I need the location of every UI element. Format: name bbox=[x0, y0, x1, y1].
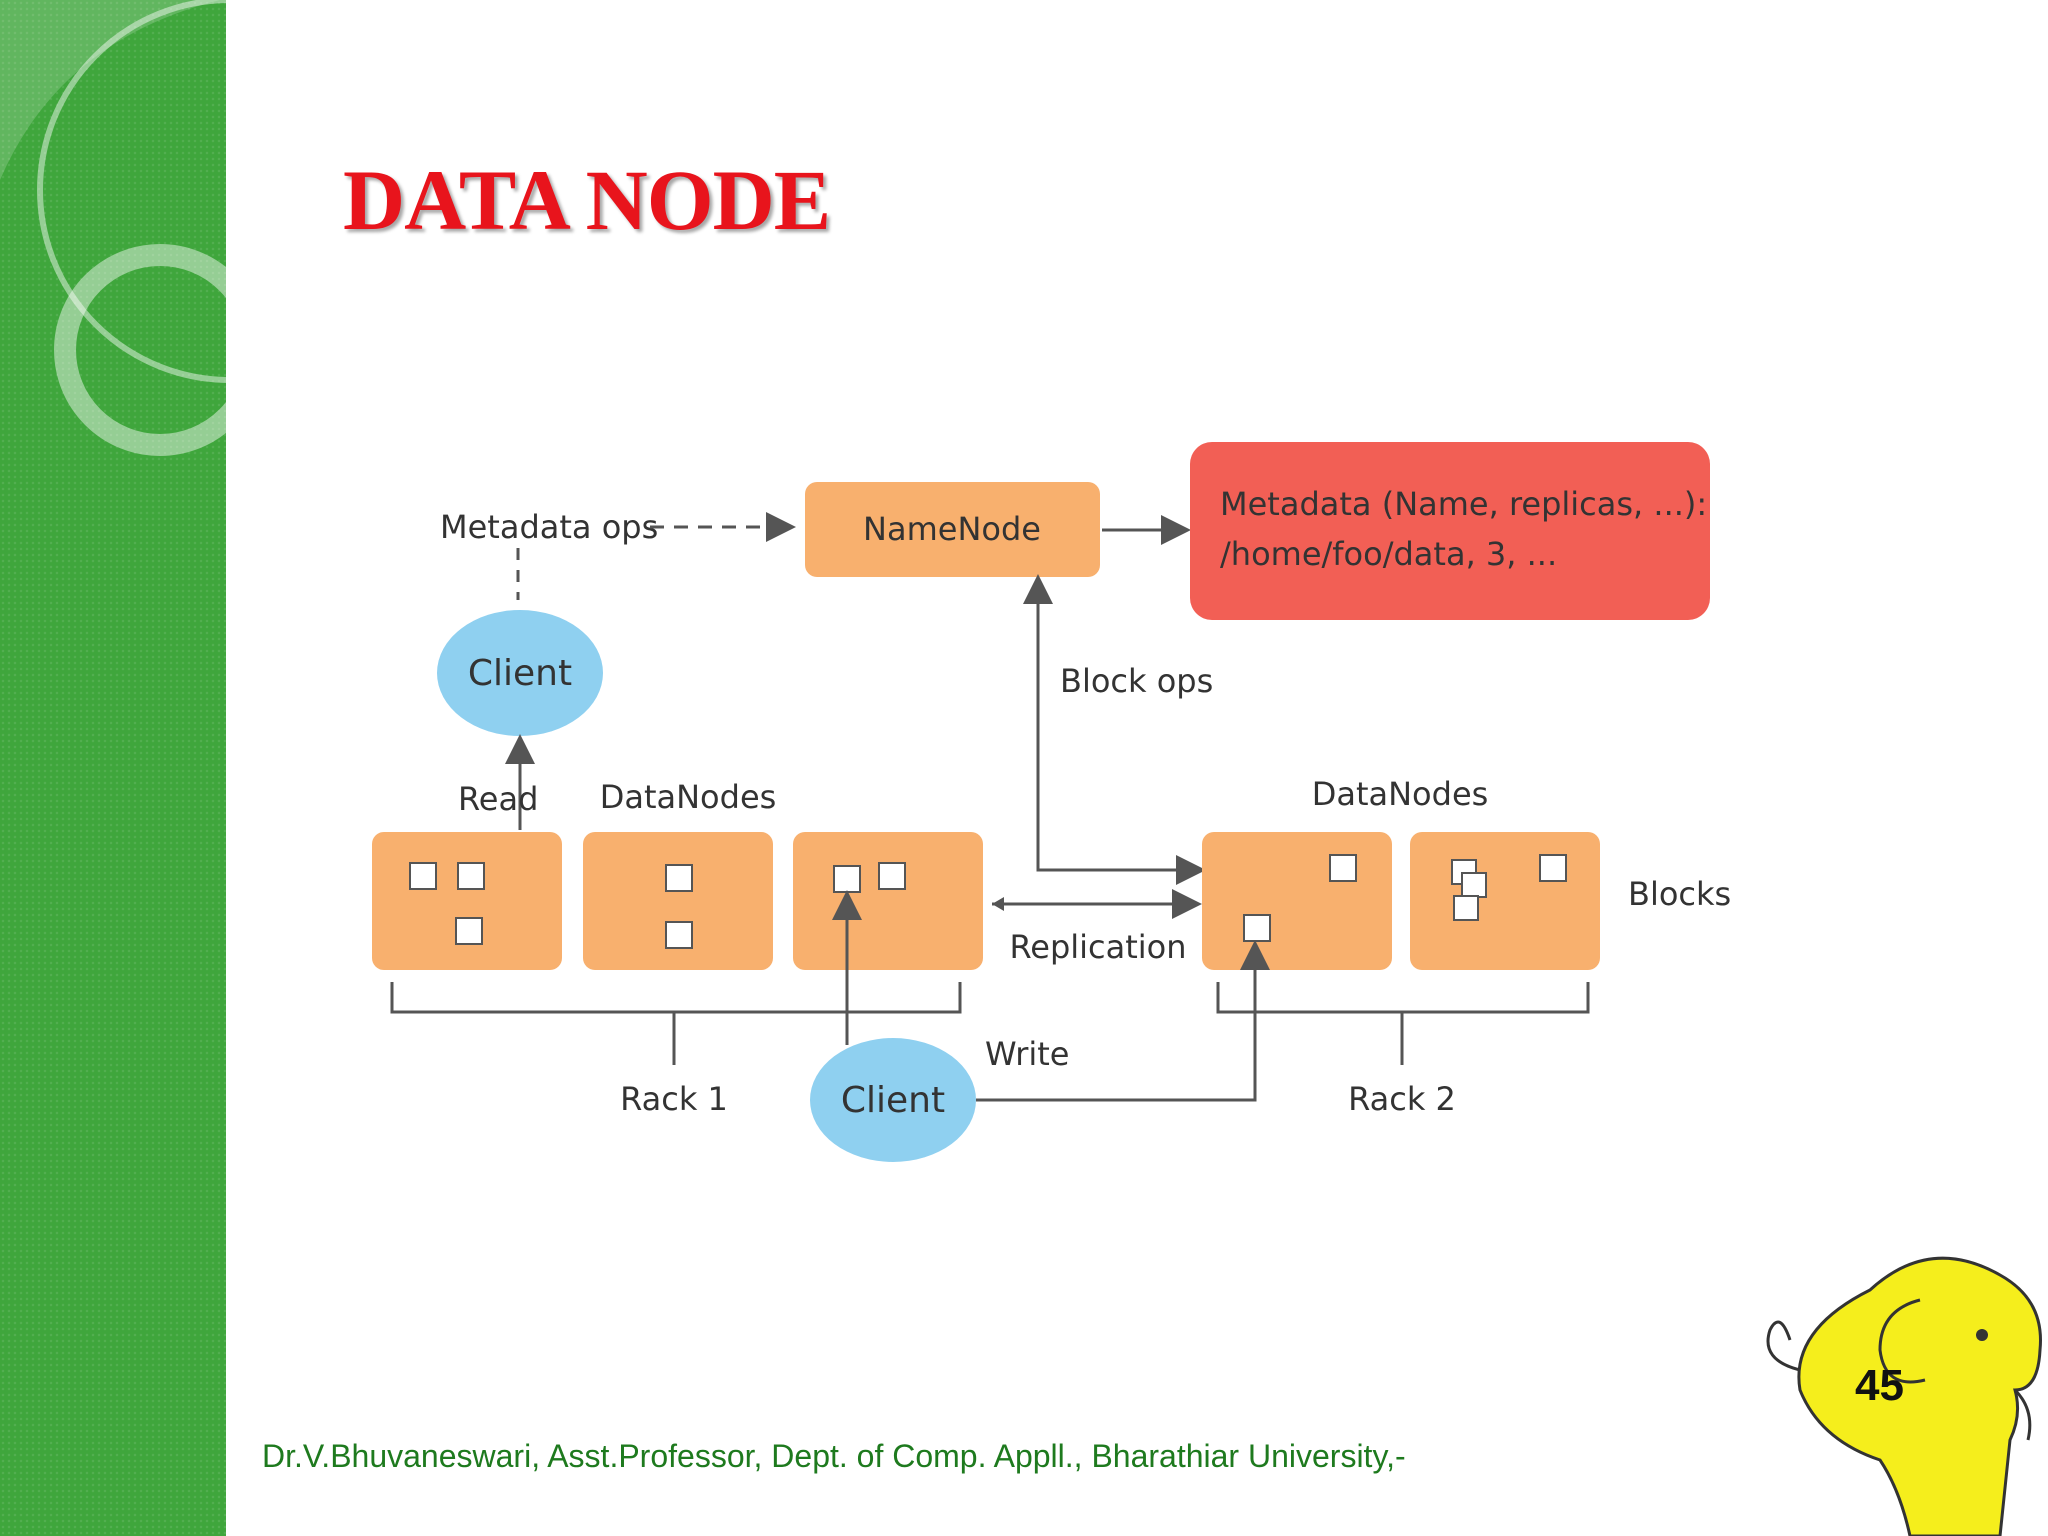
rack1-bracket bbox=[390, 982, 962, 1014]
rack1-label: Rack 1 bbox=[620, 1080, 728, 1118]
metadata-line1: Metadata (Name, replicas, ...): bbox=[1220, 485, 1707, 523]
replication-label: Replication bbox=[1009, 928, 1186, 966]
metadata-ops-label: Metadata ops bbox=[440, 508, 658, 546]
write-arrow-rack2 bbox=[976, 940, 1270, 1102]
blocks-label: Blocks bbox=[1628, 875, 1731, 913]
client-top-node bbox=[437, 610, 603, 736]
rack2-datanode-1 bbox=[1202, 832, 1392, 970]
rack1-datanode-3 bbox=[793, 832, 983, 970]
rack2-datanode-2 bbox=[1410, 832, 1600, 970]
read-label: Read bbox=[458, 780, 538, 818]
namenode-box bbox=[805, 482, 1100, 577]
client-top-label: Client bbox=[468, 653, 572, 694]
sidebar-decoration bbox=[0, 0, 226, 1536]
datanodes-right-label: DataNodes bbox=[1312, 775, 1489, 813]
block-ops-arrow bbox=[1023, 574, 1228, 872]
namenode-label: NameNode bbox=[863, 510, 1041, 548]
client-bottom-node bbox=[810, 1038, 976, 1162]
page-number: 45 bbox=[1855, 1361, 1904, 1410]
rack2-label: Rack 2 bbox=[1348, 1080, 1456, 1118]
hadoop-elephant-icon: 45 bbox=[1766, 1256, 2042, 1536]
write-label: Write bbox=[985, 1035, 1069, 1073]
hdfs-architecture-diagram: Metadata ops NameNode Metadata (Name, re… bbox=[372, 442, 1731, 1162]
slide-title: DATA NODE bbox=[343, 152, 831, 248]
rack2-bracket bbox=[1216, 982, 1590, 1014]
client-bottom-label: Client bbox=[841, 1080, 945, 1121]
sidebar-rings bbox=[0, 0, 226, 456]
slide-footer: Dr.V.Bhuvaneswari, Asst.Professor, Dept.… bbox=[262, 1438, 1406, 1474]
datanodes-left-label: DataNodes bbox=[600, 778, 777, 816]
rack1-datanode-2 bbox=[583, 832, 773, 970]
block-ops-label: Block ops bbox=[1060, 662, 1213, 700]
metadata-box bbox=[1190, 442, 1710, 620]
metadata-line2: /home/foo/data, 3, ... bbox=[1220, 535, 1557, 573]
rack1-datanode-1 bbox=[372, 832, 562, 970]
